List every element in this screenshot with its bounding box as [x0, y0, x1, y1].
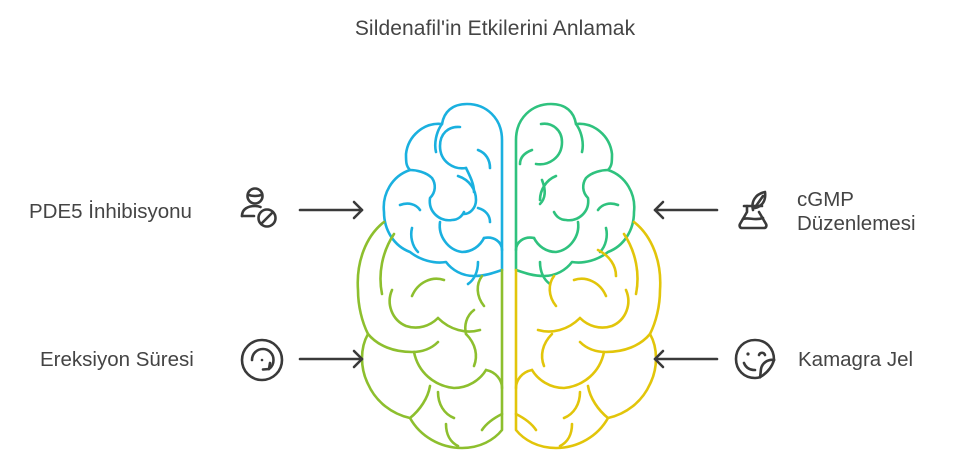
winking-sticker-face-icon	[734, 338, 776, 380]
clockwise-rotation-icon	[240, 338, 284, 382]
right-arrow-icon	[298, 200, 364, 220]
kamagra-gel-label: Kamagra Jel	[798, 348, 914, 371]
cgmp-label-line2: Düzenlemesi	[797, 212, 916, 235]
brain-quadrant-bottom-left	[356, 220, 504, 450]
flask-leaf-icon	[738, 190, 768, 230]
brain-quadrant-top-right	[514, 102, 636, 286]
left-arrow-icon	[653, 349, 719, 369]
diagram-title: Sildenafil'in Etkilerini Anlamak	[354, 17, 636, 40]
brain-quadrant-bottom-right	[514, 220, 662, 450]
brain-quadrant-top-left	[382, 102, 504, 286]
cgmp-regulation-label: cGMP Düzenlemesi	[797, 188, 916, 236]
cgmp-label-line1: cGMP	[797, 188, 854, 211]
pde5-inhibition-label: PDE5 İnhibisyonu	[29, 200, 192, 223]
erection-duration-label: Ereksiyon Süresi	[40, 348, 194, 371]
user-prohibited-icon	[240, 187, 277, 228]
right-arrow-icon	[298, 349, 364, 369]
left-arrow-icon	[653, 200, 719, 220]
